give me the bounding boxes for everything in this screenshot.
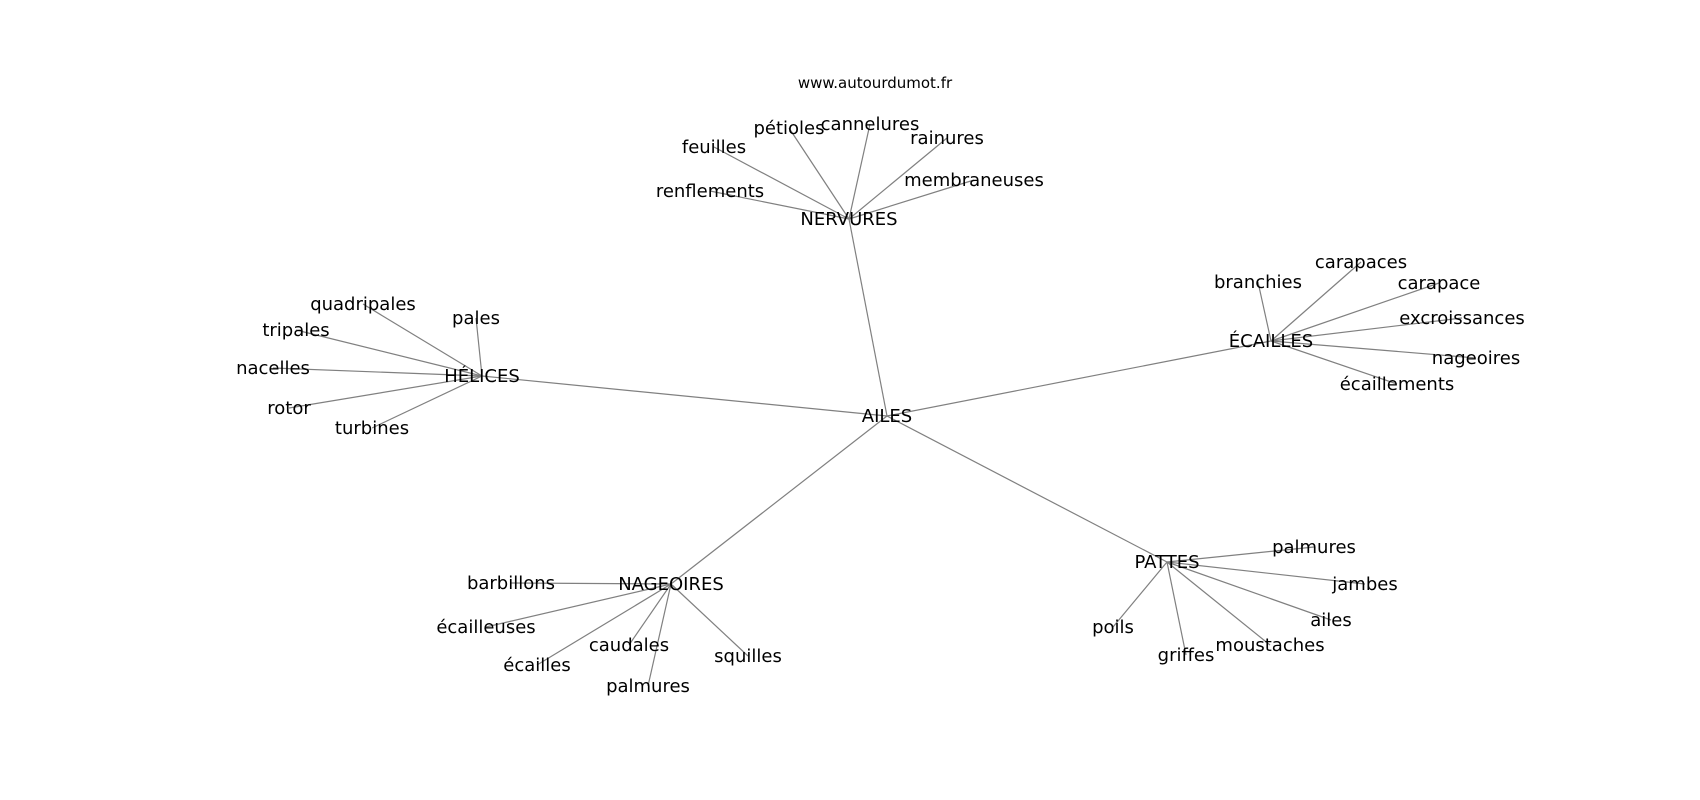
- edge-center-to-hub: [481, 375, 888, 417]
- edge-hub-to-leaf: [848, 137, 948, 220]
- edge-hub-to-leaf: [1270, 282, 1440, 342]
- site-credit: www.autourdumot.fr: [798, 74, 953, 92]
- edge-hub-to-leaf: [295, 329, 483, 377]
- leaf-node: nageoires: [1432, 348, 1520, 369]
- leaf-node: écailleuses: [436, 617, 535, 638]
- leaf-node: écailles: [503, 655, 570, 676]
- edge-hub-to-leaf: [1166, 561, 1271, 646]
- hub-node: NERVURES: [800, 209, 897, 230]
- leaf-node: membraneuses: [904, 170, 1044, 191]
- leaf-node: pétioles: [753, 118, 824, 139]
- edge-hub-to-leaf: [1166, 561, 1187, 656]
- edge-hub-to-leaf: [647, 583, 672, 687]
- edge-hub-to-leaf: [848, 179, 975, 220]
- leaf-node: excroissances: [1399, 308, 1525, 329]
- hub-node: PATTES: [1134, 552, 1199, 573]
- edge-hub-to-leaf: [362, 303, 483, 377]
- leaf-node: rotor: [267, 398, 311, 419]
- leaf-node: pales: [452, 308, 500, 329]
- edge-hub-to-leaf: [1166, 561, 1366, 585]
- edge-center-to-hub: [886, 340, 1272, 417]
- leaf-node: renflements: [656, 181, 764, 202]
- leaf-node: griffes: [1158, 645, 1215, 666]
- leaf-node: cannelures: [821, 114, 920, 135]
- edge-hub-to-leaf: [1257, 281, 1272, 342]
- edge-hub-to-leaf: [1270, 261, 1362, 342]
- edge-hub-to-leaf: [628, 583, 672, 646]
- leaf-node: écaillements: [1340, 374, 1455, 395]
- edge-hub-to-leaf: [1270, 340, 1398, 385]
- edge-hub-to-leaf: [1166, 561, 1332, 621]
- leaf-node: moustaches: [1215, 635, 1324, 656]
- hub-node: HÉLICES: [444, 365, 520, 387]
- edge-hub-to-leaf: [272, 367, 483, 377]
- leaf-node: palmures: [1272, 537, 1356, 558]
- leaf-node: barbillons: [467, 573, 555, 594]
- leaf-node: feuilles: [682, 137, 746, 158]
- leaf-node: carapace: [1398, 273, 1481, 294]
- edge-hub-to-leaf: [713, 146, 850, 220]
- leaf-node: caudales: [589, 635, 669, 656]
- leaf-node: poils: [1092, 617, 1134, 638]
- leaf-node: turbines: [335, 418, 409, 439]
- leaf-node: quadripales: [310, 294, 416, 315]
- edge-hub-to-leaf: [709, 190, 850, 220]
- leaf-node: tripales: [262, 320, 329, 341]
- edge-hub-to-leaf: [371, 375, 483, 429]
- edge-hub-to-leaf: [475, 317, 483, 377]
- edge-hub-to-leaf: [288, 375, 483, 409]
- edge-center-to-hub: [848, 218, 888, 417]
- edge-hub-to-leaf: [1166, 546, 1315, 563]
- leaf-node: jambes: [1331, 574, 1397, 595]
- graph-edges: [272, 123, 1477, 687]
- edge-hub-to-leaf: [536, 583, 672, 666]
- edge-hub-to-leaf: [788, 127, 850, 220]
- hub-node: ÉCAILLES: [1229, 330, 1313, 352]
- leaf-node: palmures: [606, 676, 690, 697]
- edge-hub-to-leaf: [848, 123, 871, 220]
- leaf-node: squilles: [714, 646, 782, 667]
- edge-hub-to-leaf: [1112, 561, 1168, 628]
- edge-hub-to-leaf: [1270, 317, 1463, 342]
- edge-hub-to-leaf: [485, 583, 672, 628]
- edge-center-to-hub: [886, 415, 1168, 563]
- edge-hub-to-leaf: [1270, 340, 1477, 359]
- edge-hub-to-leaf: [510, 582, 672, 585]
- graph-labels: www.autourdumot.fr AILES cannelurespétio…: [236, 74, 1525, 697]
- hub-node: NAGEOIRES: [618, 574, 724, 595]
- center-node: AILES: [862, 406, 912, 427]
- leaf-node: branchies: [1214, 272, 1302, 293]
- leaf-node: carapaces: [1315, 252, 1407, 273]
- leaf-node: rainures: [910, 128, 984, 149]
- edge-hub-to-leaf: [670, 583, 749, 657]
- leaf-node: nacelles: [236, 358, 310, 379]
- edge-center-to-hub: [670, 415, 888, 585]
- leaf-node: ailes: [1310, 610, 1351, 631]
